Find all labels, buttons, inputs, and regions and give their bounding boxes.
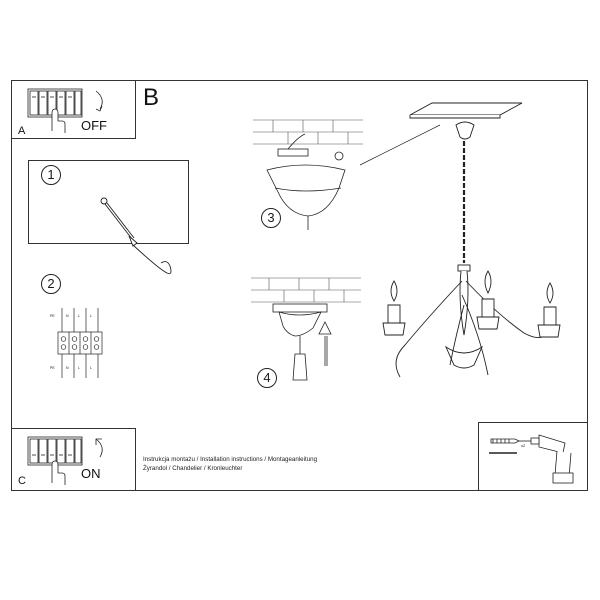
- terminal-bottom-label-n: N: [66, 366, 69, 370]
- ceiling-hook-icon: [100, 197, 172, 275]
- tools-box: x2: [478, 422, 588, 491]
- section-a-label: A: [18, 125, 26, 137]
- terminal-bottom-label-l2: L: [90, 366, 92, 370]
- step-1-marker: 1: [41, 165, 61, 185]
- canopy-wiring-icon: [251, 277, 361, 381]
- canopy-mounting-icon: [253, 119, 363, 230]
- breaker-panel-on-icon: [27, 436, 103, 485]
- section-c-box: C ON: [11, 428, 136, 491]
- step-4-marker: 4: [257, 368, 277, 388]
- terminal-block-icon: [57, 308, 103, 378]
- instructions-frame: [11, 80, 588, 491]
- section-b-label: B: [143, 84, 160, 111]
- terminal-bottom-label-pe: PE: [50, 366, 55, 370]
- terminal-top-label-l1: L: [78, 314, 80, 318]
- caption-product: Żyrandol / Chandelier / Kronleuchter: [143, 465, 243, 472]
- terminal-top-label-pe: PE: [50, 314, 55, 318]
- section-a-box: A OFF: [11, 80, 136, 139]
- breaker-panel-off-icon: [27, 88, 103, 133]
- caption-instructions: Instrukcja montażu / Installation instru…: [143, 456, 318, 463]
- tools-icon: [489, 434, 574, 484]
- tools-quantity: x2: [521, 443, 526, 448]
- section-c-label: C: [18, 475, 26, 487]
- switch-on-text: ON: [81, 466, 101, 481]
- step-2-marker: 2: [41, 274, 61, 294]
- terminal-top-label-n: N: [66, 314, 69, 318]
- terminal-top-label-l2: L: [90, 314, 92, 318]
- chandelier-illustration: [359, 102, 561, 378]
- switch-off-text: OFF: [81, 118, 107, 133]
- terminal-bottom-label-l1: L: [78, 366, 80, 370]
- step-3-marker: 3: [261, 208, 281, 228]
